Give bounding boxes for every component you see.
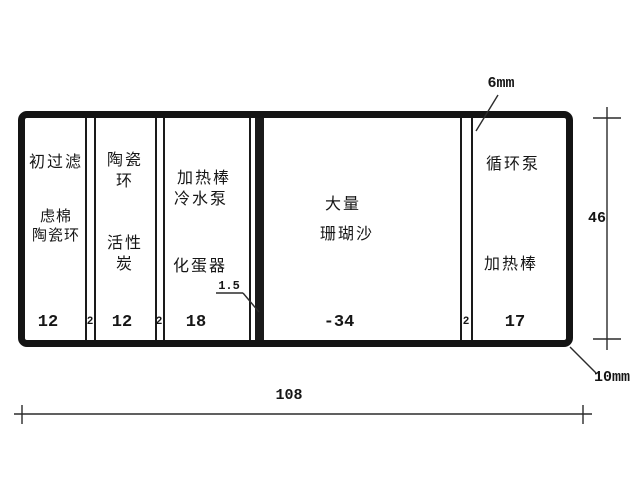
compartment-5-sublabel: 加热棒 <box>483 256 539 273</box>
compartment-1-label: 初过滤 <box>28 154 84 171</box>
compartment-1-sublabel-1: 虑棉 <box>39 208 73 225</box>
compartment-4-width: -34 <box>323 313 355 332</box>
dim-height-label: 46 <box>587 210 607 227</box>
compartment-3-label-line1: 加热棒 <box>176 170 232 187</box>
compartment-2-sublabel-line2: 炭 <box>115 256 135 273</box>
baffle-3-glass-thick <box>255 118 264 340</box>
baffle-2-thickness: 2 <box>155 316 163 328</box>
baffle-4-line-b <box>471 118 473 340</box>
dim-bottom-glass-label: 10mm <box>593 369 631 386</box>
dim-top-glass-label: 6mm <box>487 75 515 92</box>
compartment-2-label-line2: 环 <box>115 173 135 190</box>
compartment-4-label-line2: 珊瑚沙 <box>319 226 375 243</box>
baffle-4-line-a <box>460 118 462 340</box>
tank-outline <box>18 111 573 347</box>
baffle-1-line-a <box>85 118 87 340</box>
leader-bottom-glass <box>569 346 597 374</box>
compartment-4-label-line1: 大量 <box>324 196 362 213</box>
compartment-1-width: 12 <box>37 313 59 332</box>
baffle-4-thickness: 2 <box>462 316 470 328</box>
compartment-3-width: 18 <box>185 313 207 332</box>
baffle-gap-label: 1.5 <box>218 279 240 293</box>
baffle-3-line-thin <box>249 118 251 340</box>
compartment-5-label: 循环泵 <box>485 156 541 173</box>
compartment-2-width: 12 <box>111 313 133 332</box>
compartment-1-sublabel-2: 陶瓷环 <box>31 227 81 244</box>
baffle-1-thickness: 2 <box>86 316 94 328</box>
compartment-3-label-line2: 冷水泵 <box>173 191 229 208</box>
compartment-2-label-line1: 陶瓷 <box>106 152 144 169</box>
compartment-5-width: 17 <box>504 313 526 332</box>
baffle-2-line-a <box>155 118 157 340</box>
compartment-3-sublabel: 化蛋器 <box>172 258 228 275</box>
baffle-1-line-b <box>94 118 96 340</box>
dim-length-label: 108 <box>275 387 303 404</box>
baffle-2-line-b <box>163 118 165 340</box>
compartment-2-sublabel-line1: 活性 <box>106 235 144 252</box>
